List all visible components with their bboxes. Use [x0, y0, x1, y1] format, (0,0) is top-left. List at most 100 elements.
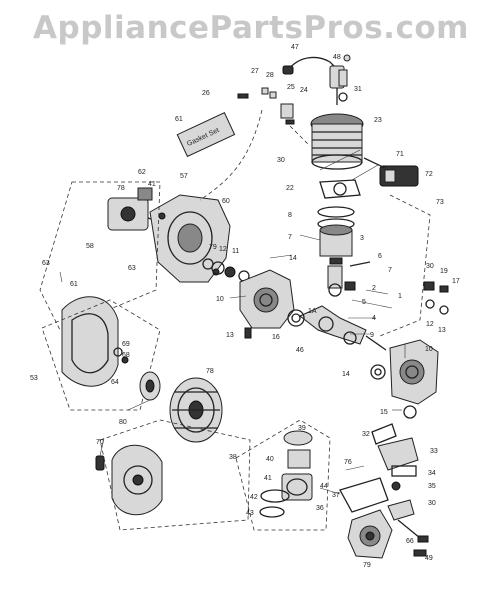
- callout-61: 61: [175, 116, 183, 123]
- sprocket-79: [347, 509, 393, 559]
- callout-11: 11: [232, 248, 239, 255]
- callout-12b: 12: [426, 321, 434, 328]
- callout-34: 34: [428, 470, 436, 477]
- callout-76: 76: [344, 459, 352, 466]
- bar-tip-66-49: [397, 519, 429, 557]
- flywheel: [169, 377, 223, 443]
- callout-69: 69: [122, 341, 130, 348]
- callout-26: 26: [202, 90, 210, 97]
- callout-37: 37: [332, 492, 340, 499]
- callout-9: 9: [370, 332, 374, 339]
- callout-14b: 14: [342, 371, 350, 378]
- callout-30b: 30: [426, 263, 434, 270]
- callout-61b: 61: [70, 281, 78, 288]
- bearing-14: [370, 364, 386, 380]
- fuel-tank-parts: [371, 423, 419, 491]
- callout-78: 78: [117, 185, 125, 192]
- callout-78b: 78: [206, 368, 214, 375]
- callout-3: 3: [360, 235, 364, 242]
- callout-47: 47: [291, 44, 299, 51]
- crankshaft: [299, 305, 387, 351]
- callout-17: 17: [452, 278, 460, 285]
- callout-68: 68: [122, 352, 130, 359]
- callout-70: 70: [96, 439, 104, 446]
- callout-60: 60: [222, 198, 230, 205]
- callout-8: 8: [288, 212, 292, 219]
- callout-30c: 30: [428, 500, 436, 507]
- callout-5: 5: [362, 299, 366, 306]
- gasket-set-box: Gasket Set: [176, 112, 236, 158]
- watermark: AppliancePartsPros.com: [33, 10, 469, 46]
- callout-1a: 1A: [308, 308, 317, 315]
- recoil-starter: [95, 444, 163, 516]
- callout-13a: 13: [226, 332, 234, 339]
- nut-washer: [113, 347, 129, 364]
- callout-31: 31: [354, 86, 362, 93]
- piston: [319, 224, 353, 265]
- callout-12: 12: [219, 246, 227, 253]
- callout-7b: 7: [388, 267, 392, 274]
- callout-66: 66: [406, 538, 414, 545]
- callout-58: 58: [86, 243, 94, 250]
- callout-53: 53: [30, 375, 38, 382]
- starter-outline: [99, 419, 251, 531]
- bearing-seals: [202, 258, 250, 282]
- crankcase-half: [239, 269, 295, 339]
- callout-44: 44: [320, 483, 328, 490]
- callout-41b: 41: [264, 475, 272, 482]
- leader-lines: [59, 109, 431, 495]
- callout-72: 72: [425, 171, 433, 178]
- seal-16: [287, 309, 305, 327]
- gear-housing: [389, 339, 439, 405]
- crankcase-cover: [149, 194, 231, 283]
- callout-62: 62: [138, 169, 146, 176]
- callout-4: 4: [372, 315, 376, 322]
- clutch-assembly: [259, 430, 313, 518]
- callout-28: 28: [266, 72, 274, 79]
- callout-16: 16: [272, 334, 280, 341]
- callout-1: 1: [398, 293, 402, 300]
- callout-22: 22: [286, 185, 294, 192]
- screws-26-27-28: [237, 87, 295, 125]
- callout-36: 36: [316, 505, 324, 512]
- callout-43: 43: [246, 510, 254, 517]
- shoe-piece: [339, 477, 415, 521]
- muffler: [363, 157, 419, 187]
- callout-73: 73: [436, 199, 444, 206]
- callout-57: 57: [180, 173, 188, 180]
- fan-housing-cover: [61, 296, 119, 387]
- callout-30a: 30: [277, 157, 285, 164]
- callout-63b: 63: [128, 265, 136, 272]
- callout-40: 40: [266, 456, 274, 463]
- carburetor: [107, 187, 161, 231]
- callout-7a: 7: [288, 234, 292, 241]
- callout-10a: 10: [216, 296, 224, 303]
- callout-23: 23: [374, 117, 382, 124]
- callout-19: 19: [440, 268, 448, 275]
- callout-46: 46: [296, 347, 304, 354]
- gasket-22: [319, 179, 361, 199]
- callout-labels: 47 48 31 27 28 26 25 24 61 23 30 71 72 2…: [30, 44, 460, 569]
- callout-79a: 79: [209, 244, 217, 251]
- gear-15: [403, 405, 417, 419]
- callout-13b: 13: [438, 327, 446, 334]
- callout-15: 15: [380, 409, 388, 416]
- callout-48: 48: [333, 54, 341, 61]
- callout-14a: 14: [289, 255, 297, 262]
- callout-71: 71: [396, 151, 404, 158]
- callout-63a: 63: [42, 260, 50, 267]
- callout-27: 27: [251, 68, 259, 75]
- callout-41: 41: [148, 181, 156, 188]
- callout-80: 80: [119, 419, 127, 426]
- callout-24: 24: [300, 87, 308, 94]
- callout-10b: 10: [425, 346, 433, 353]
- callout-49: 49: [425, 555, 433, 562]
- connecting-rod: [327, 261, 371, 297]
- spark-plug: [338, 69, 348, 102]
- callout-64: 64: [111, 379, 119, 386]
- callout-32: 32: [362, 431, 370, 438]
- callout-38: 38: [229, 454, 237, 461]
- callout-35: 35: [428, 483, 436, 490]
- right-column-bolts: [423, 281, 449, 315]
